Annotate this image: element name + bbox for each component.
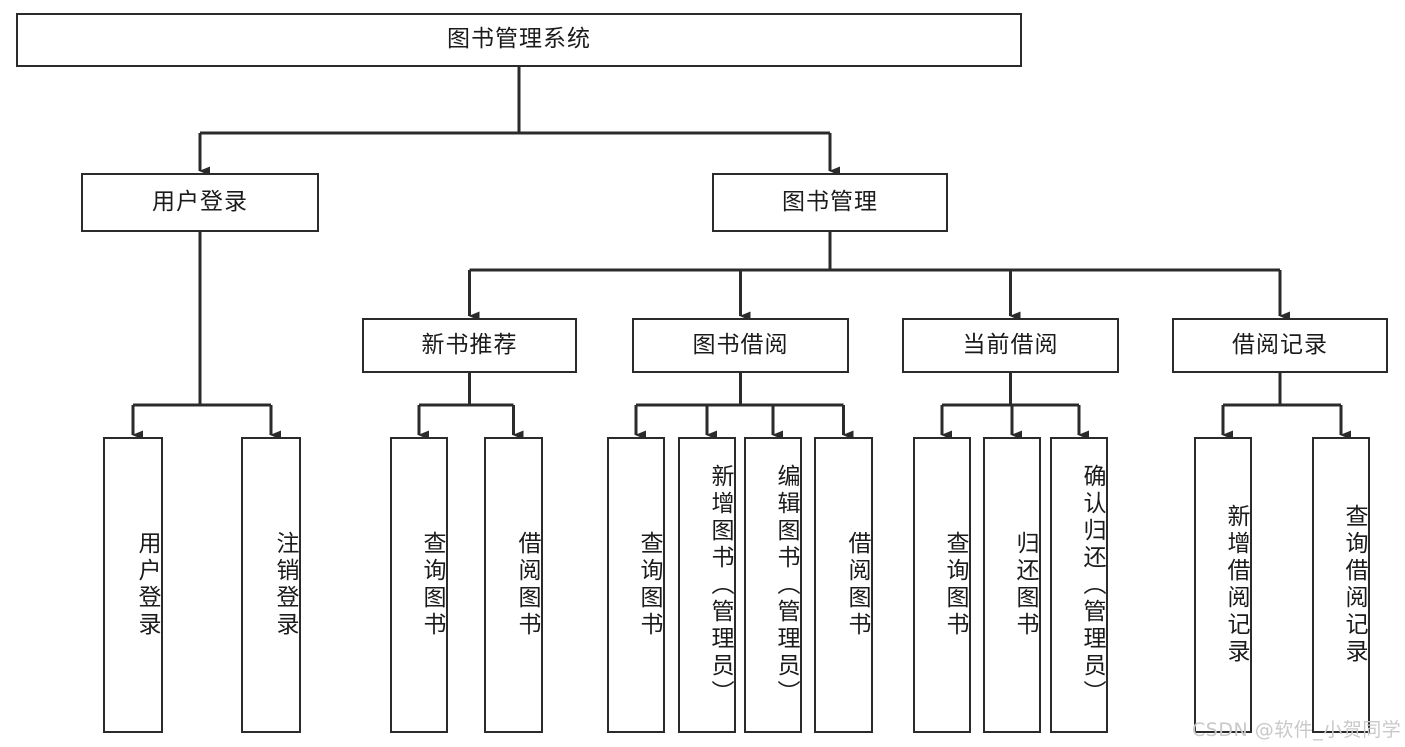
node-leaf-add-record: 新增借阅记录 bbox=[1194, 437, 1252, 733]
node-leaf-query-book-cur: 查询图书 bbox=[913, 437, 971, 733]
node-leaf-query-book-rec: 查询图书 bbox=[390, 437, 448, 733]
node-user-login: 用户登录 bbox=[81, 173, 319, 232]
node-book-borrow: 图书借阅 bbox=[632, 318, 849, 373]
node-label: 查询图书 bbox=[942, 531, 968, 639]
node-leaf-edit-book: 编辑图书（管理员） bbox=[744, 437, 802, 733]
node-label: 新增图书（管理员） bbox=[707, 463, 733, 707]
node-label: 编辑图书（管理员） bbox=[773, 463, 799, 707]
node-label: 借阅图书 bbox=[514, 531, 540, 639]
node-leaf-confirm-return: 确认归还（管理员） bbox=[1050, 437, 1108, 733]
node-leaf-borrow-book-rec: 借阅图书 bbox=[484, 437, 543, 733]
node-label: 借阅图书 bbox=[844, 531, 870, 639]
node-label: 查询借阅记录 bbox=[1341, 504, 1367, 666]
node-label: 图书借阅 bbox=[692, 331, 789, 358]
node-root: 图书管理系统 bbox=[16, 13, 1022, 67]
node-leaf-return-book: 归还图书 bbox=[983, 437, 1041, 733]
node-label: 借阅记录 bbox=[1232, 331, 1328, 358]
node-leaf-add-book: 新增图书（管理员） bbox=[678, 437, 736, 733]
node-current-borrow: 当前借阅 bbox=[902, 318, 1119, 373]
node-label: 新增借阅记录 bbox=[1223, 504, 1249, 666]
node-new-book-recommend: 新书推荐 bbox=[362, 318, 577, 373]
node-label: 查询图书 bbox=[636, 531, 662, 639]
node-label: 图书管理 bbox=[782, 188, 878, 215]
node-label: 图书管理系统 bbox=[447, 26, 591, 53]
node-leaf-query-record: 查询借阅记录 bbox=[1312, 437, 1370, 733]
node-leaf-borrow-book: 借阅图书 bbox=[814, 437, 873, 733]
node-label: 归还图书 bbox=[1012, 531, 1038, 639]
node-label: 新书推荐 bbox=[421, 331, 518, 358]
node-book-manage: 图书管理 bbox=[712, 173, 948, 232]
node-label: 用户登录 bbox=[152, 188, 248, 215]
node-label: 注销登录 bbox=[272, 531, 298, 639]
node-label: 确认归还（管理员） bbox=[1079, 463, 1105, 707]
node-label: 查询图书 bbox=[419, 531, 445, 639]
node-borrow-record: 借阅记录 bbox=[1172, 318, 1388, 373]
node-leaf-user-login: 用户登录 bbox=[103, 437, 163, 733]
node-label: 用户登录 bbox=[134, 531, 160, 639]
node-leaf-query-book-borrow: 查询图书 bbox=[607, 437, 665, 733]
node-leaf-user-logout: 注销登录 bbox=[241, 437, 301, 733]
node-label: 当前借阅 bbox=[962, 331, 1059, 358]
